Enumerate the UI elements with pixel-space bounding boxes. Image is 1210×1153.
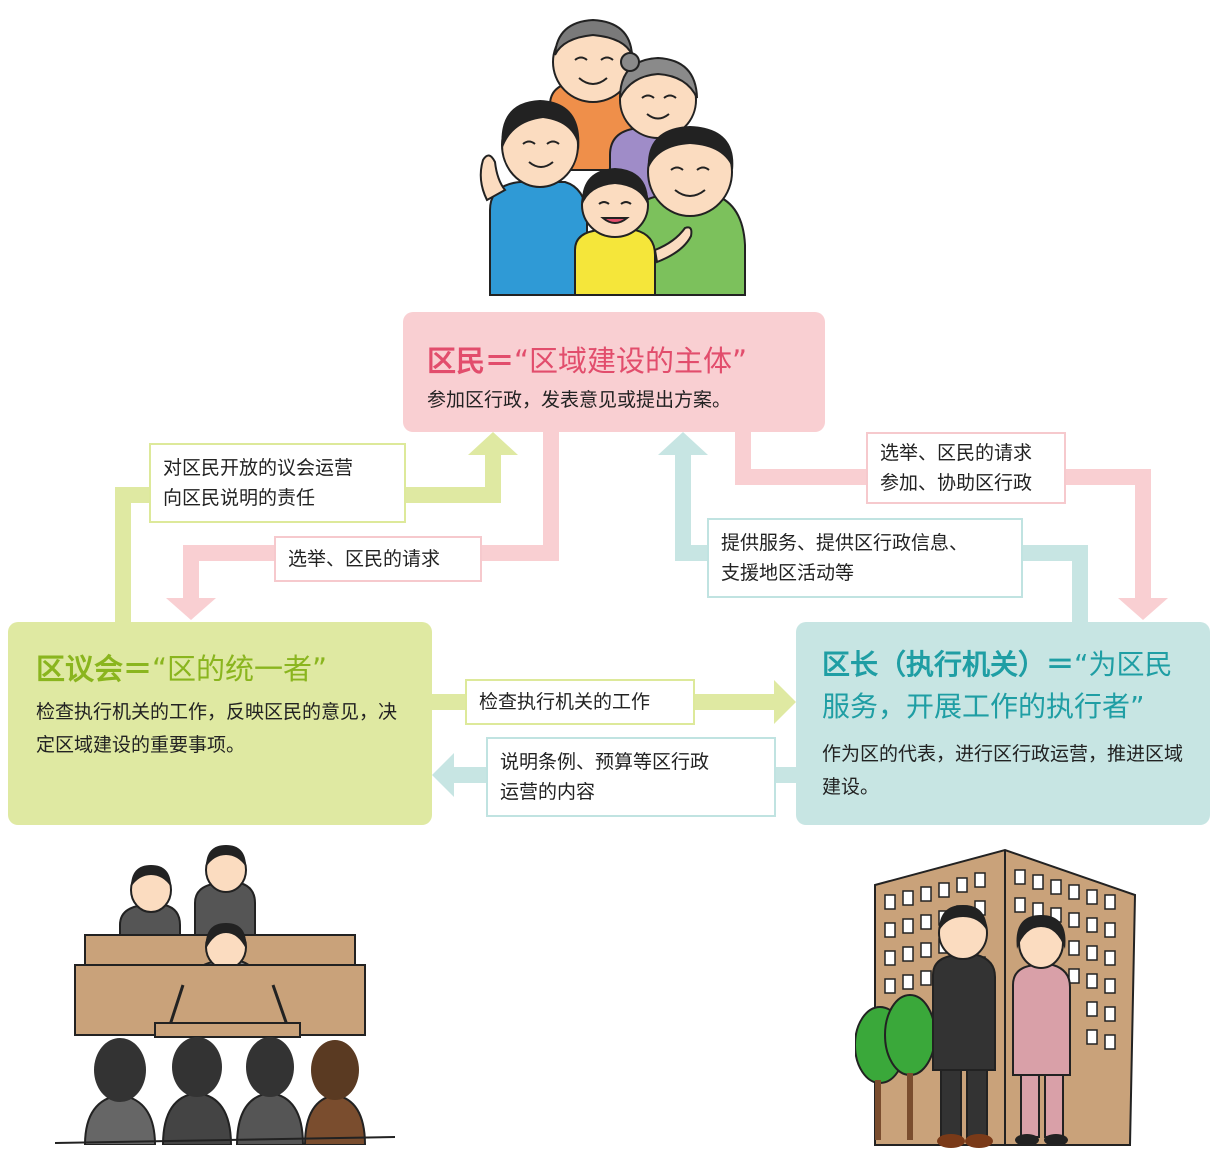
label-line: 选举、区民的请求: [288, 548, 441, 570]
label-line: 对区民开放的议会运营: [163, 457, 354, 479]
label-council-to-residents: 对区民开放的议会运营 向区民说明的责任: [149, 443, 406, 523]
label-line: 向区民说明的责任: [163, 487, 316, 509]
label-line: 提供服务、提供区行政信息、: [721, 532, 969, 554]
arrow-head-council-to-mayor: [774, 680, 796, 724]
arrow-head-mayor-to-residents: [658, 432, 708, 455]
mayor-heading: 区长（执行机关）＝“为区民服务，开展工作的执行者”: [822, 644, 1200, 728]
council-description: 检查执行机关的工作，反映区民的意见，决定区域建设的重要事项。: [36, 701, 398, 756]
label-council-to-mayor: 检查执行机关的工作: [465, 679, 695, 725]
residents-heading: 区民＝“区域建设的主体”: [427, 338, 801, 380]
arrow-head-council-to-residents: [468, 432, 518, 455]
mayor-quote: “为区民服务，开展工作的执行者”: [822, 648, 1173, 723]
council-assembly-illustration: [55, 845, 396, 1145]
label-mayor-to-council: 说明条例、预算等区行政 运营的内容: [486, 737, 776, 817]
arrow-head-residents-to-mayor: [1118, 598, 1168, 620]
label-residents-to-mayor: 选举、区民的请求 参加、协助区行政: [866, 432, 1066, 504]
label-residents-to-council: 选举、区民的请求: [274, 536, 482, 582]
council-title: 区议会＝: [36, 652, 153, 686]
label-line: 运营的内容: [500, 781, 596, 803]
council-box: 区议会＝“区的统一者” 检查执行机关的工作，反映区民的意见，决定区域建设的重要事…: [8, 622, 432, 825]
family-illustration: [479, 18, 746, 296]
label-line: 检查执行机关的工作: [479, 691, 651, 713]
label-mayor-to-residents: 提供服务、提供区行政信息、 支援地区活动等: [707, 518, 1023, 598]
office-building-illustration: [855, 848, 1137, 1148]
label-line: 参加、协助区行政: [880, 472, 1033, 494]
label-line: 支援地区活动等: [721, 562, 855, 584]
mayor-box: 区长（执行机关）＝“为区民服务，开展工作的执行者” 作为区的代表，进行区行政运营…: [796, 622, 1210, 825]
arrow-head-mayor-to-council: [432, 753, 454, 797]
label-line: 说明条例、预算等区行政: [500, 751, 710, 773]
label-line: 选举、区民的请求: [880, 442, 1033, 464]
arrow-head-residents-to-council: [166, 598, 216, 620]
council-heading: 区议会＝“区的统一者”: [36, 646, 406, 688]
mayor-title: 区长（执行机关）＝: [822, 648, 1075, 681]
council-quote: “区的统一者”: [152, 652, 328, 686]
mayor-description: 作为区的代表，进行区行政运营，推进区域建设。: [822, 743, 1184, 798]
residents-title: 区民＝: [427, 344, 515, 378]
residents-quote: “区域建设的主体”: [514, 344, 748, 378]
residents-description: 参加区行政，发表意见或提出方案。: [427, 389, 732, 411]
residents-box: 区民＝“区域建设的主体” 参加区行政，发表意见或提出方案。: [403, 312, 825, 432]
